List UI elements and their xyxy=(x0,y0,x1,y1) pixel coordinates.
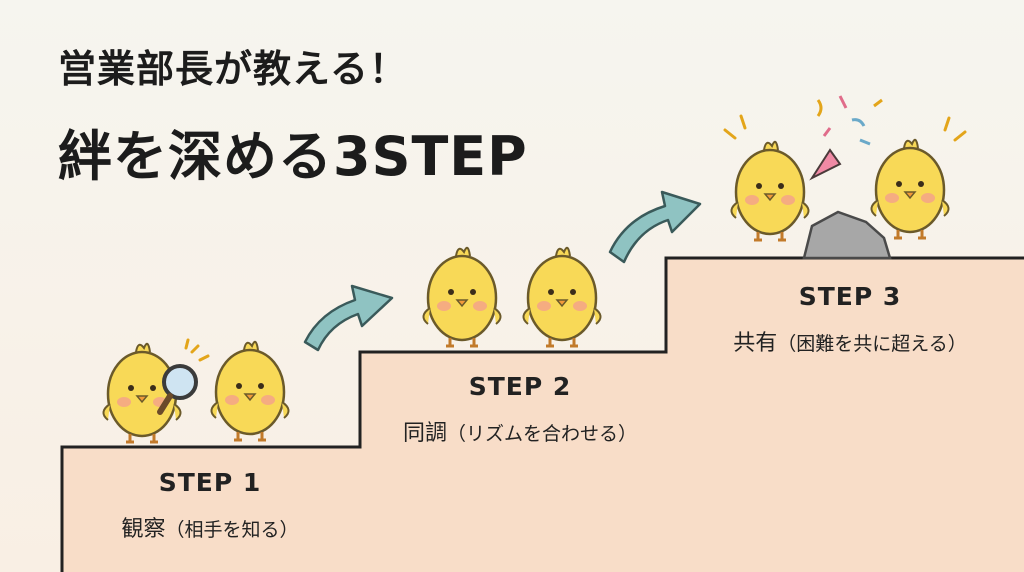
step-1-detail: （相手を知る） xyxy=(165,519,299,541)
step-1-name: 観察 xyxy=(121,517,166,542)
step-3-name: 共有 xyxy=(733,331,778,356)
rock-icon xyxy=(802,210,892,260)
step-1-number: STEP 1 xyxy=(158,468,262,497)
staircase-outline xyxy=(60,256,1024,572)
step-2-number: STEP 2 xyxy=(468,372,572,401)
magnifier-icon xyxy=(157,338,210,415)
staircase xyxy=(62,258,1024,572)
step-1-label: STEP 1 観察（相手を知る） xyxy=(90,468,330,543)
chick-icon xyxy=(729,140,811,242)
chick-icon xyxy=(209,340,291,442)
party-popper-icon xyxy=(809,148,842,181)
step-2-name: 同調 xyxy=(402,421,447,446)
step-3-label: STEP 3 共有（困難を共に超える） xyxy=(690,282,1010,357)
step-2-description: 同調（リズムを合わせる） xyxy=(370,415,670,447)
chick-icon xyxy=(521,246,603,348)
step-3-description: 共有（困難を共に超える） xyxy=(690,325,1010,357)
step-2-label: STEP 2 同調（リズムを合わせる） xyxy=(370,372,670,447)
title-line-1: 営業部長が教える！ xyxy=(58,47,408,91)
chick-icon xyxy=(421,246,503,348)
step-3-number: STEP 3 xyxy=(798,282,902,311)
chick-icon xyxy=(869,138,951,240)
step-3-detail: （困難を共に超える） xyxy=(777,333,967,355)
arrow-icon xyxy=(303,284,394,352)
confetti-icon xyxy=(723,95,967,146)
arrow-icon xyxy=(608,190,702,264)
step-2-detail: （リズムを合わせる） xyxy=(447,423,638,445)
step-1-description: 観察（相手を知る） xyxy=(90,511,330,543)
title-line-2: 絆を深める3STEP xyxy=(58,125,528,188)
